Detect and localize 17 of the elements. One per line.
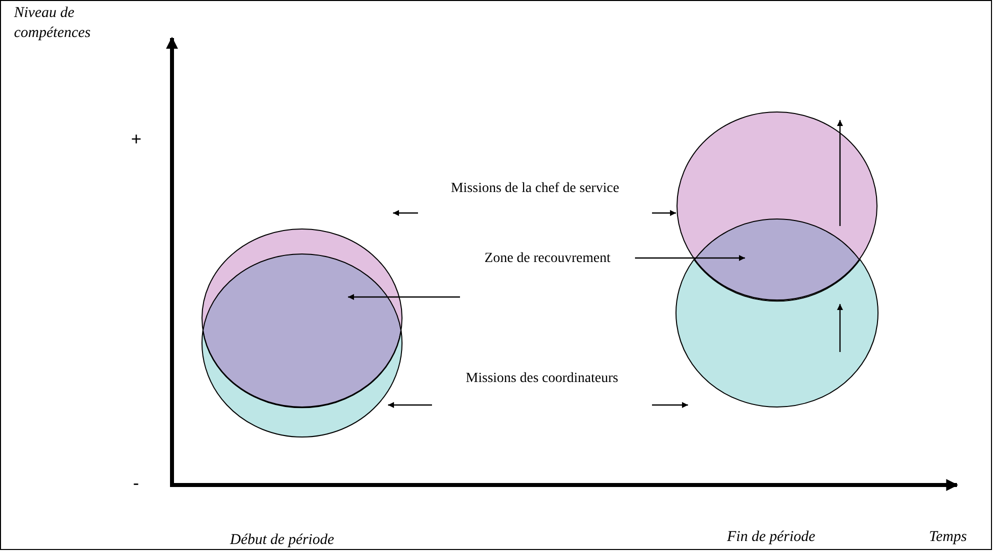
axis-label: Début de période	[230, 531, 334, 550]
text-label: Zone de recouvrement	[484, 250, 612, 268]
arrow	[635, 255, 745, 261]
axis-label: +	[131, 128, 142, 151]
axis-label: -	[133, 472, 139, 495]
axis-label: Temps	[929, 528, 967, 547]
arrow	[393, 210, 418, 216]
axis-label: Niveau de compétences	[14, 4, 92, 43]
circle	[676, 112, 878, 300]
arrow	[652, 210, 676, 216]
axis-label: Fin de période	[727, 528, 816, 547]
text-label: Missions des coordinateurs	[464, 370, 620, 388]
arrow	[348, 294, 460, 300]
overlap-zone	[694, 218, 860, 300]
arrow	[652, 402, 688, 408]
text-label: Missions de la chef de service	[450, 180, 620, 198]
arrow	[388, 402, 432, 408]
